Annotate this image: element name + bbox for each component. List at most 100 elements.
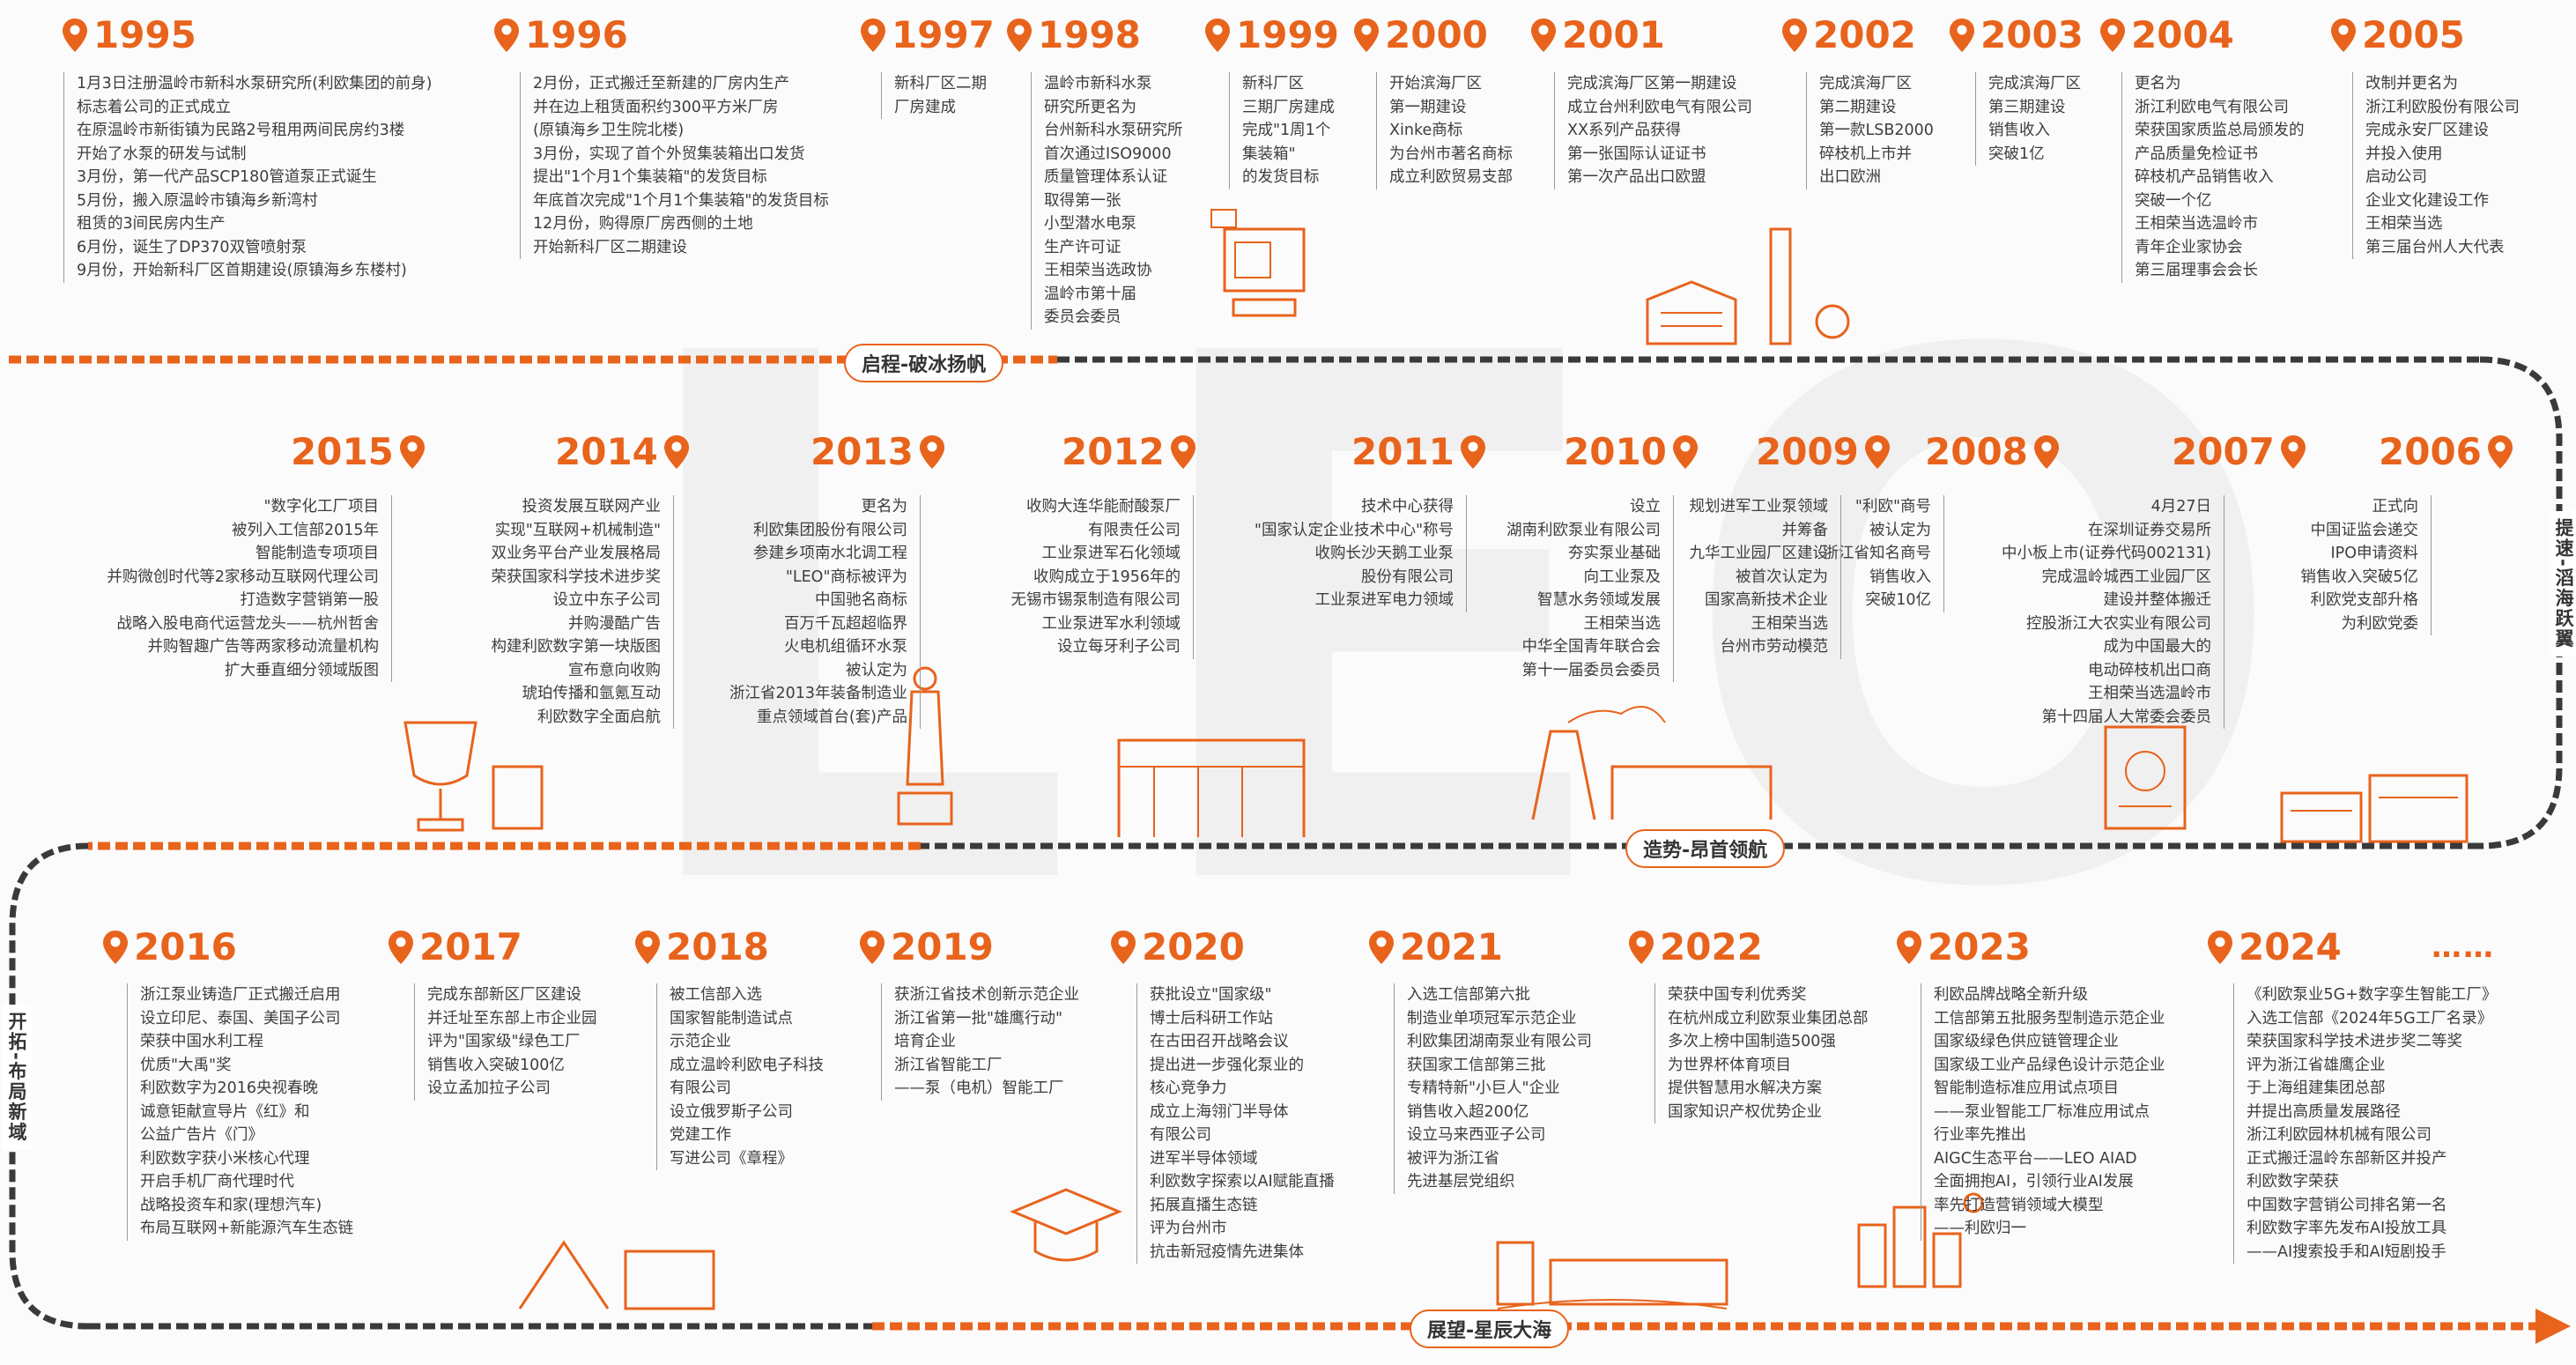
milestone-line: 新科厂区二期	[894, 75, 987, 93]
milestone-line: 委员会委员	[1044, 308, 1121, 326]
year-label: 2001	[1562, 13, 1665, 56]
milestone-line: 智能制造专项项目	[255, 545, 379, 562]
milestone-line: 示范企业	[670, 1033, 731, 1050]
milestone-line: 青年企业家协会	[2135, 238, 2243, 256]
milestone-description-2022: 荣获中国专利优秀奖在杭州成立利欧泵业集团总部多次上榜中国制造500强为世界杯体育…	[1654, 983, 1869, 1124]
milestone-line: 无锡市锡泵制造有限公司	[1010, 591, 1181, 609]
year-marker-2021: 2021	[1368, 925, 1503, 968]
milestone-line: 收购长沙天鹅工业泵	[1314, 545, 1455, 562]
milestone-line: 集装箱"	[1242, 145, 1296, 163]
year-marker-2011: 2011	[1351, 430, 1486, 473]
milestone-line: 利欧数字率先发布AI投放工具	[2247, 1220, 2447, 1237]
milestone-description-2016: 浙江泵业铸造厂正式搬迁启用设立印尼、泰国、美国子公司荣获中国水利工程优质"大禹"…	[127, 983, 353, 1241]
graduation-cap-illustration	[1010, 1188, 1122, 1262]
milestone-description-2011: 技术中心获得"国家认定企业技术中心"称号收购长沙天鹅工业泵股份有限公司工业泵进军…	[1233, 495, 1467, 612]
milestone-line: "LEO"商标被评为	[785, 568, 907, 586]
milestone-line: 被评为浙江省	[1407, 1149, 1499, 1168]
milestone-line: 九华工业园厂区建设	[1689, 545, 1829, 562]
milestone-description-2012: 收购大连华能耐酸泵厂有限责任公司工业泵进军石化领域收购成立于1956年的无锡市锡…	[951, 495, 1194, 659]
location-pin-icon	[1672, 434, 1698, 469]
milestone-line: 百万千瓦超超临界	[784, 614, 907, 633]
milestone-line: 正式搬迁温岭东部新区并投产	[2247, 1149, 2447, 1168]
milestone-line: 向工业泵及	[1583, 568, 1662, 586]
milestone-line: 国家级绿色供应链管理企业	[1934, 1033, 2119, 1050]
milestone-line: 成立上海翎门半导体	[1150, 1102, 1289, 1121]
milestone-line: 火电机组循环水泵	[784, 638, 907, 656]
milestone-line: 被工信部入选	[670, 986, 762, 1004]
milestone-line: 投资发展互联网产业	[522, 498, 662, 516]
year-label: 2012	[1062, 430, 1165, 473]
milestone-line: 浙江省智能工厂	[894, 1056, 1003, 1074]
year-label: 1996	[525, 13, 628, 56]
milestone-line: 国家高新技术企业	[1705, 591, 1828, 609]
milestone-line: 第一张国际认证证书	[1567, 145, 1706, 163]
milestone-line: 浙江泵业铸造厂正式搬迁启用	[140, 986, 341, 1004]
milestone-line: 公益广告片《门》	[140, 1126, 263, 1144]
milestone-line: 抗击新冠疫情先进集体	[1150, 1243, 1304, 1261]
location-pin-icon	[1782, 18, 1807, 52]
milestone-line: IPO申请资料	[2330, 545, 2419, 562]
milestone-line: 博士后科研工作站	[1150, 1009, 1273, 1027]
milestone-line: 第一款LSB2000	[1819, 122, 1934, 139]
milestone-line: 参建乡项南水北调工程	[753, 545, 907, 562]
milestone-line: 9月份，开始新科厂区首期建设(原镇海乡东楼村)	[77, 262, 407, 279]
milestone-description-2020: 获批设立"国家级"博士后科研工作站在古田召开战略会议提出进一步强化泵业的核心竞争…	[1136, 983, 1335, 1264]
milestone-line: 正式向	[2372, 498, 2419, 516]
milestone-description-2010: 设立湖南利欧泵业有限公司夯实泵业基础向工业泵及智慧水务领域发展王相荣当选中华全国…	[1480, 495, 1674, 682]
milestone-line: 6月份，诞生了DP370双管喷射泵	[77, 238, 307, 256]
milestone-line: 被首次认定为	[1736, 568, 1828, 586]
milestone-line: 国家知识产权优势企业	[1668, 1102, 1822, 1121]
year-marker-2017: 2017	[388, 925, 522, 968]
location-pin-icon	[1354, 18, 1379, 52]
milestone-description-2015: "数字化工厂项目被列入工信部2015年智能制造专项项目并购微创时代等2家移动互联…	[44, 495, 392, 682]
year-marker-2018: 2018	[634, 925, 769, 968]
location-pin-icon	[2033, 434, 2059, 469]
year-marker-1996: 1996	[493, 13, 628, 56]
milestone-line: AIGC生态平台——LEO AIAD	[1934, 1149, 2137, 1168]
year-label: 1997	[892, 13, 995, 56]
year-marker-2012: 2012	[1062, 430, 1196, 473]
year-marker-2016: 2016	[102, 925, 237, 968]
year-marker-2003: 2003	[1949, 13, 2084, 56]
milestone-description-1999: 新科厂区三期厂房建成完成"1周1个集装箱"的发货目标	[1229, 72, 1335, 189]
year-label: 2009	[1756, 430, 1859, 473]
milestone-line: 碎枝机产品销售收入	[2135, 168, 2274, 186]
year-marker-2004: 2004	[2099, 13, 2234, 56]
milestone-line: 租赁的3间民房内生产	[77, 215, 226, 233]
milestone-description-2024: 《利欧泵业5G+数字孪生智能工厂》入选工信部《2024年5G工厂名录》荣获国家科…	[2233, 983, 2497, 1264]
milestone-line: 并提出高质量发展路径	[2247, 1102, 2401, 1121]
milestone-line: 浙江利欧股份有限公司	[2365, 98, 2520, 116]
location-pin-icon	[1460, 434, 1485, 469]
location-pin-icon	[1950, 18, 1974, 52]
milestone-line: 利欧党支部升格	[2310, 591, 2419, 609]
milestone-description-2009: 规划进军工业泵领域并筹备九华工业园厂区建设被首次认定为国家高新技术企业王相荣当选…	[1630, 495, 1841, 659]
milestone-line: ——利欧归一	[1934, 1220, 2026, 1237]
milestone-line: 战略入股电商代运营龙头——杭州哲舍	[116, 614, 380, 633]
year-label: 2021	[1400, 925, 1503, 968]
milestone-line: 第三届理事会会长	[2135, 262, 2258, 279]
year-marker-2019: 2019	[859, 925, 994, 968]
ellipsis: ……	[2432, 930, 2495, 965]
milestone-line: 第一期建设	[1389, 98, 1467, 116]
milestone-line: 设立中东子公司	[552, 591, 662, 609]
certificate-illustration	[2104, 725, 2187, 830]
milestone-line: 中小板上市(证券代码002131)	[2002, 545, 2211, 562]
location-pin-icon	[2208, 930, 2232, 964]
side-label-left: 开拓-布局新域	[2, 1005, 32, 1150]
milestone-line: 王相荣当选温岭市	[2135, 215, 2258, 233]
year-label: 2000	[1385, 13, 1488, 56]
year-label: 2006	[2379, 430, 2482, 473]
milestone-line: 并购智趣广告等两家移动流量机构	[147, 638, 380, 656]
statue-illustration	[897, 666, 953, 826]
year-marker-2014: 2014	[555, 430, 690, 473]
milestone-line: 首次通过ISO9000	[1044, 145, 1172, 163]
milestone-line: 浙江省2013年装备制造业	[729, 685, 907, 702]
location-pin-icon	[2100, 18, 2125, 52]
milestone-line: (原镇海乡卫生院北楼)	[533, 122, 685, 139]
year-marker-1995: 1995	[62, 13, 196, 56]
milestone-line: 完成滨海厂区	[1819, 75, 1912, 93]
milestone-line: 利欧数字获小米核心代理	[140, 1149, 310, 1168]
year-label: 2022	[1660, 925, 1763, 968]
milestone-description-2007: 4月27日在深圳证券交易所中小板上市(证券代码002131)完成温岭城西工业园厂…	[1938, 495, 2224, 729]
